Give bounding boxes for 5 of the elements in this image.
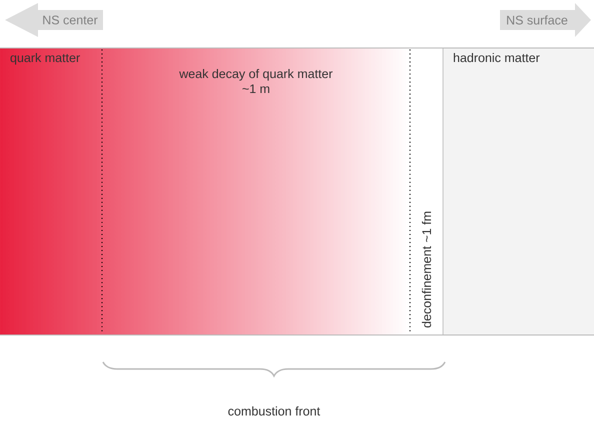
matter-region: weak decay of quark matter ~1 m — [179, 68, 333, 94]
matter-region: quark matter — [10, 52, 80, 65]
matter-region: hadronic matter — [443, 48, 594, 335]
brace-label: combustion front — [228, 406, 320, 416]
matter-region: deconfinement ~1 fm — [422, 212, 432, 328]
